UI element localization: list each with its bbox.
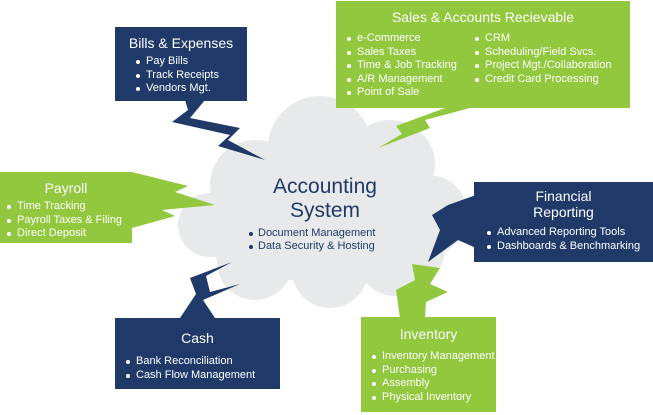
list-item: Advanced Reporting Tools	[486, 226, 647, 240]
list-item: Purchasing	[371, 364, 486, 378]
accounting-system-center: Accounting System Document Management Da…	[240, 175, 410, 253]
list-item: Track Receipts	[135, 69, 237, 83]
list-item: Time Tracking	[6, 200, 126, 214]
list-item: Sales Taxes	[346, 46, 474, 60]
financial-reporting-title: Financial Reporting	[533, 188, 594, 221]
bills-expenses-title: Bills & Expenses	[128, 35, 234, 51]
sales-ar-title: Sales & Accounts Recievable	[391, 9, 575, 25]
list-item: Assembly	[371, 377, 486, 391]
list-item: Time & Job Tracking	[346, 59, 474, 73]
financial-reporting-box: Financial Reporting Advanced Reporting T…	[474, 182, 653, 262]
list-item: A/R Management	[346, 73, 474, 87]
connector-financial	[428, 195, 476, 262]
bills-expenses-box: Bills & Expenses Pay Bills Track Receipt…	[115, 27, 247, 101]
list-item: Inventory Management	[371, 350, 495, 364]
center-item: Document Management	[248, 227, 410, 240]
list-item: Vendors Mgt.	[135, 82, 237, 96]
list-item: Bank Reconciliation	[125, 355, 270, 369]
list-item: CRM	[474, 32, 612, 46]
list-item: Point of Sale	[346, 86, 474, 100]
connector-sales	[378, 108, 470, 148]
connector-payroll	[132, 172, 215, 228]
list-item: e-Commerce	[346, 32, 474, 46]
connector-inventory	[396, 264, 448, 318]
sales-ar-box: Sales & Accounts Recievable e-Commerce S…	[336, 1, 630, 108]
list-item: Scheduling/Field Svcs.	[474, 46, 612, 60]
list-item: Credit Card Processing	[474, 73, 612, 87]
list-item: Cash Flow Management	[125, 369, 270, 383]
connector-cash	[180, 262, 240, 318]
connector-bills	[172, 100, 265, 160]
center-list: Document Management Data Security & Host…	[248, 227, 410, 253]
inventory-box: Inventory Inventory Management Purchasin…	[361, 317, 496, 412]
list-item: Physical Inventory	[371, 391, 486, 405]
cash-title: Cash	[181, 330, 214, 346]
center-item: Data Security & Hosting	[248, 240, 410, 253]
list-item: Pay Bills	[135, 55, 237, 69]
list-item: Payroll Taxes & Filing	[6, 214, 126, 228]
payroll-box: Payroll Time Tracking Payroll Taxes & Fi…	[0, 172, 132, 243]
list-item: Direct Deposit	[6, 227, 126, 241]
list-item: Dashboards & Benchmarking	[486, 240, 647, 254]
cloud-shape	[178, 96, 468, 308]
inventory-title: Inventory	[399, 326, 458, 342]
payroll-title: Payroll	[44, 180, 88, 196]
list-item: Project Mgt./Collaboration	[474, 59, 612, 73]
cash-box: Cash Bank Reconciliation Cash Flow Manag…	[115, 318, 280, 389]
accounting-system-title: Accounting System	[273, 175, 377, 222]
